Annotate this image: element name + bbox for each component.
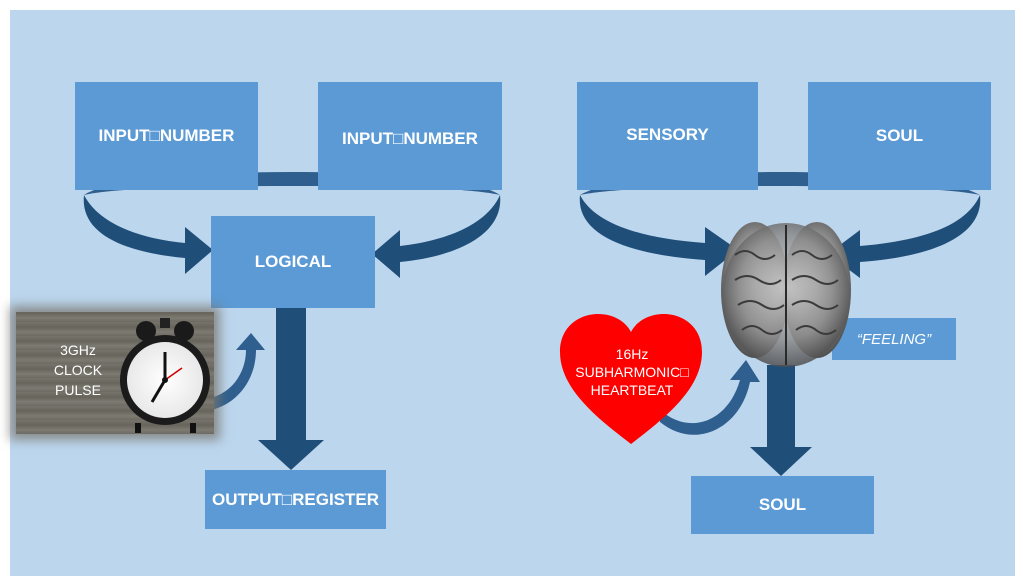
arrow-clock-to-logical xyxy=(198,333,265,412)
logical-box: LOGICAL xyxy=(211,216,375,308)
arrow-into-logical-left xyxy=(83,195,213,274)
clock-line-2: CLOCK xyxy=(53,362,103,378)
clock-pulse-label: 3GHz CLOCK PULSE xyxy=(46,340,110,400)
input-number-box-2: INPUT□NUMBER xyxy=(318,82,502,190)
brain-icon xyxy=(721,222,851,367)
arrow-brain-to-soul xyxy=(750,365,812,476)
heart-line-2: SUBHARMONIC□ xyxy=(575,364,689,380)
arrow-logical-to-output xyxy=(258,308,324,470)
soul-box-bottom: SOUL xyxy=(691,476,874,534)
heart-icon xyxy=(560,314,702,444)
clock-line-3: PULSE xyxy=(55,382,101,398)
output-register-label: OUTPUT□REGISTER xyxy=(211,489,380,509)
arrow-into-brain-right xyxy=(828,195,981,278)
clock-line-1: 3GHz xyxy=(60,342,96,358)
soul-box-top: SOUL xyxy=(808,82,991,190)
heartbeat-label: 16Hz SUBHARMONIC□ HEARTBEAT xyxy=(563,345,701,399)
sensory-box: SENSORY xyxy=(577,82,758,190)
feeling-text: “FEELING” xyxy=(856,330,932,348)
logical-label: LOGICAL xyxy=(254,252,332,271)
heart-line-1: 16Hz xyxy=(615,346,649,362)
sensory-label: SENSORY xyxy=(626,125,709,144)
output-register-box: OUTPUT□REGISTER xyxy=(205,470,386,529)
arrow-into-logical-right xyxy=(372,195,501,278)
input-number-label-2: INPUT□NUMBER xyxy=(342,129,478,148)
heart-line-3: HEARTBEAT xyxy=(590,382,674,398)
feeling-label: “FEELING” xyxy=(832,318,956,360)
input-number-box-1: INPUT□NUMBER xyxy=(75,82,258,190)
arrow-into-brain-left xyxy=(579,195,738,276)
input-number-label-1: INPUT□NUMBER xyxy=(98,126,235,145)
soul-top-label: SOUL xyxy=(875,126,924,145)
soul-bottom-label: SOUL xyxy=(758,495,807,514)
arrow-heart-to-brain xyxy=(660,360,760,435)
